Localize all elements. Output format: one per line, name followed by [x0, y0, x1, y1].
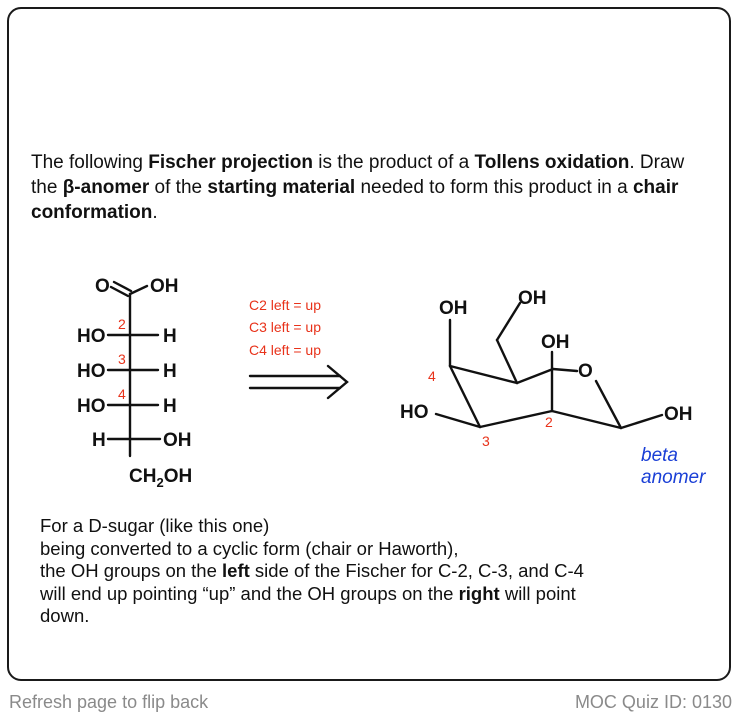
quiz-card: [7, 7, 731, 681]
fischer-c4-left: HO: [77, 396, 106, 417]
refresh-hint: Refresh page to flip back: [9, 692, 209, 712]
fischer-c2-right: H: [163, 326, 177, 347]
carbon-number-3: 3: [118, 351, 126, 367]
double-arrow-icon: [248, 364, 349, 400]
reaction-diagram: O OH HO H 2 HO H 3 HO H 4 H OH CH2OH C2 …: [77, 276, 706, 490]
bond: [448, 364, 519, 385]
chair-conformation: OH OH OH O HO OH 4 3 2: [400, 288, 693, 449]
bond: [448, 364, 482, 429]
bond: [515, 367, 555, 385]
carboxyl-oh: OH: [150, 276, 179, 297]
bond: [478, 409, 554, 429]
explain-line-4: will end up pointing “up” and the OH gro…: [40, 582, 576, 604]
bond: [112, 280, 133, 293]
bond: [594, 379, 623, 430]
bond: [619, 413, 664, 430]
fischer-projection: O OH HO H 2 HO H 3 HO H 4 H OH CH2OH: [77, 276, 192, 490]
bond: [551, 367, 579, 373]
explain-line-3: the OH groups on the left side of the Fi…: [40, 560, 584, 581]
chair-ch2oh-oh: OH: [518, 288, 547, 309]
bond: [495, 301, 522, 342]
chair-c2-oh: OH: [541, 332, 570, 353]
fischer-c3-right: H: [163, 361, 177, 382]
carbonyl-oxygen: O: [95, 276, 110, 297]
fischer-c3-left: HO: [77, 361, 106, 382]
bond: [128, 284, 149, 296]
beta-label: beta: [641, 445, 678, 466]
chair-c4-oh: OH: [439, 298, 468, 319]
bond: [434, 412, 482, 429]
chair-c1-oh: OH: [664, 404, 693, 425]
explain-line-1: For a D-sugar (like this one): [40, 515, 270, 536]
fischer-bottom-ch2oh: CH2OH: [129, 466, 192, 490]
question-text: The following Fischer projection is the …: [31, 152, 685, 223]
rule-c3: C3 left = up: [249, 319, 321, 335]
anomer-label: anomer: [641, 467, 706, 488]
fischer-c2-left: HO: [77, 326, 106, 347]
quiz-id: MOC Quiz ID: 0130: [574, 692, 732, 712]
chair-ring-oxygen: O: [578, 361, 593, 382]
bond: [495, 338, 519, 385]
carbon-number-2: 2: [118, 316, 126, 332]
chair-number-2: 2: [545, 414, 553, 430]
chair-number-3: 3: [482, 433, 490, 449]
rule-c2: C2 left = up: [249, 297, 321, 313]
fischer-c5-left: H: [92, 430, 106, 451]
carbon-number-4: 4: [118, 386, 126, 402]
chair-number-4: 4: [428, 368, 436, 384]
bond: [550, 409, 623, 430]
fischer-c4-right: H: [163, 396, 177, 417]
fischer-c5-right: OH: [163, 430, 192, 451]
bond: [109, 285, 130, 298]
explain-line-5: down.: [40, 605, 90, 626]
rule-c4: C4 left = up: [249, 342, 321, 358]
explain-line-2: being converted to a cyclic form (chair …: [40, 537, 459, 559]
chair-c3-oh: HO: [400, 402, 429, 423]
explanation-text: For a D-sugar (like this one) being conv…: [40, 515, 720, 628]
